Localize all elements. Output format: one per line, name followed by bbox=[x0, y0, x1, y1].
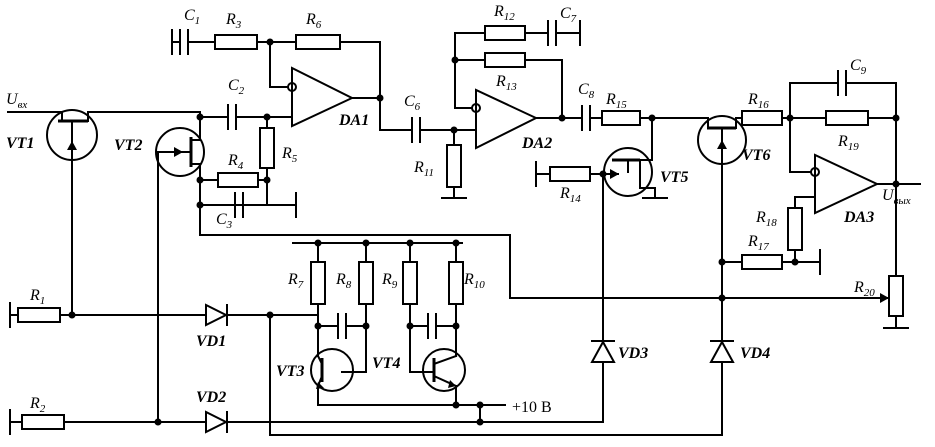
vt5-stage bbox=[479, 147, 668, 423]
r13-resistor bbox=[484, 52, 526, 68]
diodes-left bbox=[189, 303, 481, 436]
vt3-label: VT3 bbox=[276, 363, 304, 380]
da2-label: DA2 bbox=[521, 135, 552, 152]
da3-label: DA3 bbox=[843, 209, 874, 226]
c6-label: C6 bbox=[404, 93, 421, 113]
da3-opamp bbox=[814, 153, 880, 215]
r4-label: R4 bbox=[227, 152, 244, 172]
da1-opamp bbox=[291, 66, 355, 128]
r9-label: R9 bbox=[381, 271, 398, 291]
vd2-label: VD2 bbox=[196, 389, 226, 406]
c9-label: C9 bbox=[850, 57, 867, 77]
r17-label: R17 bbox=[747, 233, 769, 253]
c2-label: C2 bbox=[228, 77, 245, 97]
vt6-stage bbox=[269, 70, 921, 436]
r6-resistor bbox=[295, 34, 341, 50]
c3-label: C3 bbox=[216, 211, 233, 231]
r6-label: R6 bbox=[305, 11, 322, 31]
da2-opamp bbox=[475, 88, 539, 150]
vt6-label: VT6 bbox=[742, 147, 770, 164]
c7-label: C7 bbox=[560, 5, 577, 25]
r12-label: R12 bbox=[493, 3, 515, 23]
vd3-diode bbox=[590, 339, 616, 363]
supply-label: +10 В bbox=[512, 399, 552, 416]
vd4-diode bbox=[709, 339, 735, 363]
labels: Uвх VT1 VT2 C1 R3 R6 C2 R4 R5 C3 DA1 C6 … bbox=[6, 3, 911, 416]
da1-label: DA1 bbox=[338, 112, 369, 129]
r2-resistor bbox=[21, 414, 65, 430]
r14-label: R14 bbox=[559, 185, 581, 205]
uin-label: Uвх bbox=[6, 91, 27, 111]
r12-resistor bbox=[484, 25, 526, 41]
c8-label: C8 bbox=[578, 81, 595, 101]
vd1-label: VD1 bbox=[196, 333, 226, 350]
r16-label: R16 bbox=[747, 91, 769, 111]
uout-label: Uвых bbox=[882, 187, 911, 207]
r3-label: R3 bbox=[225, 11, 242, 31]
r9-resistor bbox=[402, 261, 418, 305]
r11-resistor bbox=[446, 144, 462, 188]
r4-resistor bbox=[217, 172, 259, 188]
c1-label: C1 bbox=[184, 7, 200, 27]
r14-resistor bbox=[549, 166, 591, 182]
vd3-label: VD3 bbox=[618, 345, 648, 362]
r7-resistor bbox=[310, 261, 326, 305]
r10-resistor bbox=[448, 261, 464, 305]
r19-resistor bbox=[825, 110, 869, 126]
r15-label: R15 bbox=[605, 91, 627, 111]
vt1-transistor bbox=[46, 109, 98, 316]
da1-stage bbox=[171, 29, 413, 131]
r18-label: R18 bbox=[755, 209, 777, 229]
r8-resistor bbox=[358, 261, 374, 305]
r7-label: R7 bbox=[287, 271, 304, 291]
vt5-label: VT5 bbox=[660, 169, 688, 186]
vd4-label: VD4 bbox=[740, 345, 770, 362]
r3-resistor bbox=[214, 34, 258, 50]
vt1-label: VT1 bbox=[6, 135, 34, 152]
vt2-stage bbox=[154, 104, 879, 426]
vt4-label: VT4 bbox=[372, 355, 400, 372]
r19-label: R19 bbox=[837, 133, 859, 153]
trigger-block bbox=[292, 239, 506, 426]
vt4-transistor bbox=[422, 348, 466, 392]
vt3-transistor bbox=[310, 348, 354, 392]
r13-label: R13 bbox=[495, 73, 517, 93]
r10-label: R10 bbox=[463, 271, 485, 291]
vt2-label: VT2 bbox=[114, 137, 142, 154]
r11-label: R11 bbox=[413, 159, 434, 179]
r8-label: R8 bbox=[335, 271, 352, 291]
r16-resistor bbox=[741, 110, 783, 126]
r18-resistor bbox=[787, 207, 803, 251]
da2-stage bbox=[411, 20, 697, 199]
r15-resistor bbox=[601, 110, 641, 126]
r1-resistor bbox=[17, 307, 61, 323]
input-stage bbox=[7, 109, 201, 435]
vt2-transistor bbox=[155, 127, 205, 177]
vd2-diode bbox=[205, 410, 229, 434]
r1-label: R1 bbox=[29, 287, 45, 307]
r17-resistor bbox=[741, 254, 783, 270]
r5-label: R5 bbox=[281, 145, 298, 165]
r20-potentiometer bbox=[888, 275, 904, 317]
r2-label: R2 bbox=[29, 395, 46, 415]
vd1-diode bbox=[205, 303, 229, 327]
r20-label: R20 bbox=[853, 279, 875, 299]
r5-resistor bbox=[259, 127, 275, 169]
